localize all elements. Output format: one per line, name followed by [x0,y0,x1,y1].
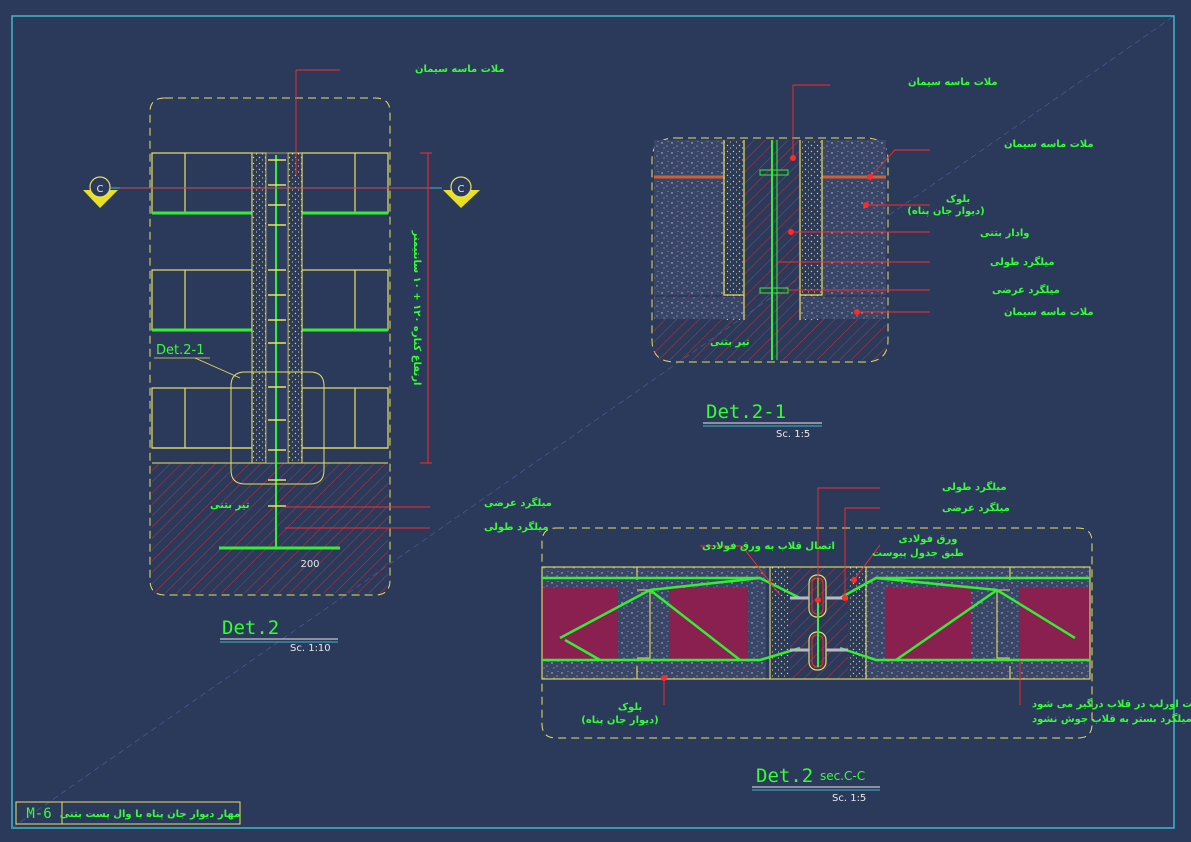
cc-label-stirrup: میلگرد عرضی [942,501,1010,514]
cc-block-4 [1020,588,1090,660]
det21-label-concrete-post: وادار بتنی [980,228,1029,239]
det2-1-detail: ملات ماسه سیمان ملات ماسه سیمان بلوک (دی… [651,77,1094,440]
det2-label-stirrup: میلگرد عرضی [484,496,552,509]
det21-block-left [654,140,724,295]
cc-block-3 [886,588,971,660]
det2-callout-label: Det.2-1 [156,343,204,358]
cc-label-block-sub: (دیوار جان پناه) [581,715,658,726]
sheet-border [11,15,1175,829]
section-marker-right: C [443,176,480,208]
det21-label-mortar-right: ملات ماسه سیمان [1004,139,1094,150]
det2-label-mortar: ملات ماسه سیمان [415,64,505,75]
det2-scale: Sc. 1:10 [290,643,331,654]
det21-label-stirrup: میلگرد عرضی [992,283,1060,296]
cc-note-no-weld: میلگرد بستر به قلاب جوش نشود [1032,712,1191,725]
cc-label-long-bar: میلگرد طولی [942,480,1007,493]
cc-label-block: بلوک [618,702,642,713]
cc-subtitle: sec.C-C [820,769,865,783]
cc-block-2 [670,588,748,660]
det2-label-long-bar: میلگرد طولی [484,520,549,533]
cc-title: Det.2 [756,765,813,787]
svg-text:C: C [97,184,104,195]
det2-label-beam: تیر بتنی [210,500,250,511]
det21-label-block-sub: (دیوار جان پناه) [907,206,984,217]
det21-label-beam: تیر بتنی [710,337,750,348]
det21-label-mortar-bottom: ملات ماسه سیمان [1004,307,1094,318]
sheet-title: مهار دیوار جان پناه با وال پست بتنی [60,809,240,820]
diagonal-guide [11,15,1175,829]
sheet-number: M-6 [26,806,51,822]
svg-text:C: C [458,184,465,195]
det2-title: Det.2 [222,617,279,639]
cc-scale: Sc. 1:5 [832,793,866,804]
cc-label-steel-plate-sub: طبق جدول پیوست [872,548,964,559]
cc-note-overlap: میلگرد بستر به صورت اورلپ در قلاب درگیر … [1032,697,1191,710]
det2-elevation: C C Det.2-1 ارتفاع کناره ۱۲۰ + ۱۰ سانتیم… [83,64,552,654]
det2-dim-200: 200 [300,559,319,570]
section-marker-left: C [83,176,118,208]
det2-section-cc: میلگرد طولی میلگرد عرضی اتصال قلاب به ور… [541,480,1191,804]
cc-label-hook-joint: اتصال قلاب به ورق فولادی [702,541,835,552]
det21-block-right [822,178,886,295]
det2-height-dimension: ارتفاع کناره ۱۲۰ + ۱۰ سانتیمتر [411,230,422,386]
det21-scale: Sc. 1:5 [776,429,810,440]
cc-label-steel-plate: ورق فولادی [899,534,958,545]
det21-label-mortar-top: ملات ماسه سیمان [908,77,998,88]
det21-label-long-bar: میلگرد طولی [990,255,1055,268]
det21-title: Det.2-1 [706,401,786,423]
det21-label-block: بلوک [946,194,970,205]
title-block: M-6 مهار دیوار جان پناه با وال پست بتنی [15,801,241,825]
